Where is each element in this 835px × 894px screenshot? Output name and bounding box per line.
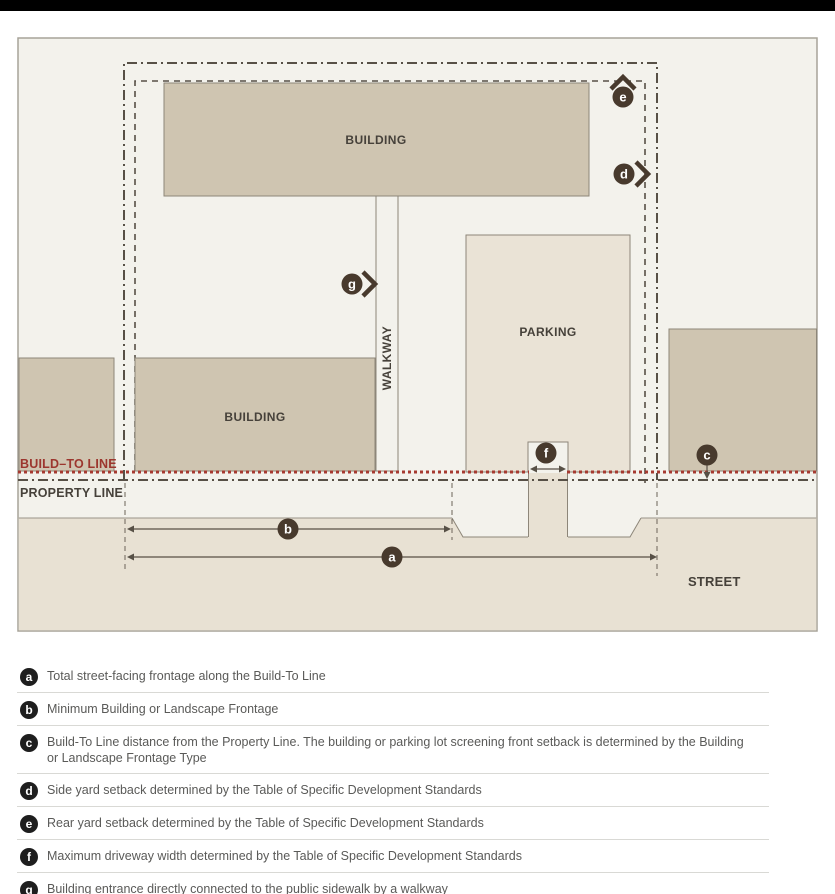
building-right-neighbor [668,328,817,472]
legend-item-e: e Rear yard setback determined by the Ta… [17,807,769,840]
callout-g: g [341,273,363,295]
building-top [163,82,590,197]
legend-item-a: a Total street-facing frontage along the… [17,660,769,693]
legend: a Total street-facing frontage along the… [17,660,769,894]
svg-text:d: d [620,167,628,182]
legend-item-f: f Maximum driveway width determined by t… [17,840,769,873]
legend-text-e: Rear yard setback determined by the Tabl… [47,815,484,830]
legend-badge-a: a [20,668,38,686]
legend-badge-d: d [20,781,38,800]
building-left-neighbor [18,357,115,472]
legend-text-d: Side yard setback determined by the Tabl… [47,782,482,797]
callout-f: f [535,442,557,464]
callout-b: b [277,518,299,540]
driveway [528,473,568,537]
legend-item-d: d Side yard setback determined by the Ta… [17,774,769,807]
build-to-line-label: BUILD–TO LINE [20,457,117,471]
walkway-label: WALKWAY [380,326,394,390]
legend-item-c: c Build-To Line distance from the Proper… [17,726,769,774]
street-area [18,518,817,631]
legend-item-g: g Building entrance directly connected t… [17,873,769,894]
street-label: STREET [688,574,740,589]
legend-badge-g: g [20,880,38,894]
top-bar [0,0,835,11]
building-top-label: BUILDING [345,133,406,147]
svg-text:a: a [388,550,396,565]
site-plan-svg: e d g f c b a [17,37,818,632]
property-line-label: PROPERTY LINE [20,486,123,500]
legend-badge-e: e [20,814,38,833]
chevron-right-icon-d [634,160,652,188]
chevron-up-icon [609,73,637,91]
parking-lot [465,234,631,473]
legend-text-g: Building entrance directly connected to … [47,881,448,894]
property-line-side-rear [123,62,658,480]
building-lower-label: BUILDING [224,410,285,424]
dimension-guides [124,483,658,576]
callout-a: a [381,546,403,568]
building-lower [134,357,376,472]
svg-text:e: e [619,90,626,105]
legend-badge-c: c [20,734,38,752]
legend-badge-f: f [20,847,38,866]
callout-d: d [613,163,635,185]
driveway-aprons [451,483,642,538]
dimension-f [530,465,566,473]
legend-text-a: Total street-facing frontage along the B… [47,669,326,683]
parking-label: PARKING [519,325,576,339]
legend-text-f: Maximum driveway width determined by the… [47,848,522,863]
legend-text-c: Build-To Line distance from the Property… [47,735,744,765]
site-plan-diagram: e d g f c b a [17,37,818,632]
setback-line-dashed [134,80,646,483]
legend-item-b: b Minimum Building or Landscape Frontage [17,693,769,726]
svg-text:b: b [284,522,292,537]
chevron-right-icon-g [361,270,379,298]
svg-text:g: g [348,277,356,292]
legend-text-b: Minimum Building or Landscape Frontage [47,702,279,716]
legend-badge-b: b [20,701,38,719]
svg-text:c: c [703,448,710,463]
callout-c: c [696,444,718,466]
svg-text:f: f [544,446,549,461]
callout-e: e [612,86,634,108]
